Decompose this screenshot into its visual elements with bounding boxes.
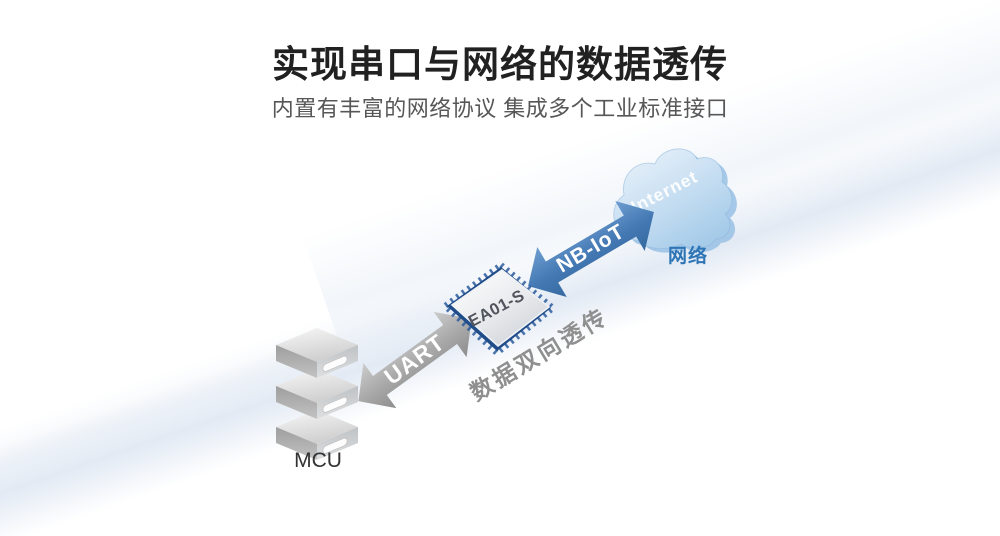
mcu-slab-top xyxy=(276,328,358,378)
mcu-stack-icon xyxy=(276,328,358,460)
page-subtitle: 内置有丰富的网络协议 集成多个工业标准接口 xyxy=(271,96,729,121)
background-streak xyxy=(0,268,491,536)
network-label: 网络 xyxy=(668,246,709,267)
mcu-label: MCU xyxy=(294,449,342,472)
page-title: 实现串口与网络的数据透传 xyxy=(272,44,728,85)
module-chip-icon: EA01-S xyxy=(440,261,558,357)
